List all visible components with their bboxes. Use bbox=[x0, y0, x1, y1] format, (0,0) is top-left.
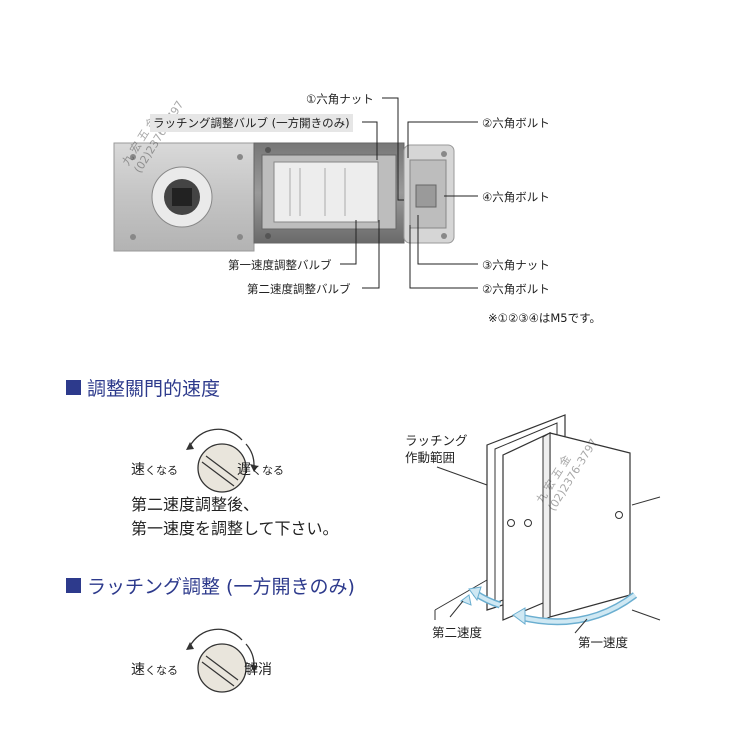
product-diagram: 九 宏 五 金(02)2376-3797 ①六角ナット ラッチング調整バルブ (… bbox=[0, 0, 750, 340]
speed-section-title: 調整關門的速度 bbox=[66, 374, 220, 401]
label-hex-bolt-2-bottom: ②六角ボルト bbox=[482, 282, 550, 296]
latching-fast-label: 速くなる bbox=[131, 662, 178, 678]
label-latching-valve: ラッチング調整バルブ (一方開きのみ) bbox=[150, 114, 353, 132]
section-marker-icon bbox=[66, 578, 81, 593]
rotation-knob-icon bbox=[186, 628, 258, 693]
latching-knob bbox=[150, 620, 280, 700]
first-speed-label: 第一速度 bbox=[578, 635, 629, 650]
speed-instruction: 第二速度調整後、 第一速度を調整して下さい。 bbox=[131, 495, 339, 538]
label-second-speed-valve: 第二速度調整バルブ bbox=[247, 282, 351, 296]
size-note: ※①②③④はM5です。 bbox=[488, 311, 601, 325]
latching-section-title: ラッチング調整 (一方開きのみ) bbox=[66, 572, 355, 599]
rotation-knob-icon bbox=[186, 428, 258, 493]
label-hex-nut-1: ①六角ナット bbox=[306, 92, 374, 106]
latching-range-label: ラッチング 作動範囲 bbox=[405, 433, 468, 465]
second-speed-label: 第二速度 bbox=[432, 625, 483, 640]
label-hex-nut-3: ③六角ナット bbox=[482, 258, 550, 272]
speed-knob bbox=[150, 420, 280, 500]
door-closer-unit-drawing bbox=[113, 97, 478, 289]
section-marker-icon bbox=[66, 380, 81, 395]
door-swing-drawing bbox=[434, 414, 661, 634]
label-hex-bolt-2-top: ②六角ボルト bbox=[482, 116, 550, 130]
speed-fast-label: 速くなる bbox=[131, 462, 178, 478]
door-diagram bbox=[395, 405, 695, 665]
label-hex-bolt-4: ④六角ボルト bbox=[482, 190, 550, 204]
latching-release-label: 解消 bbox=[244, 662, 272, 678]
label-first-speed-valve: 第一速度調整バルブ bbox=[228, 258, 332, 272]
speed-slow-label: 遅くなる bbox=[237, 462, 284, 478]
